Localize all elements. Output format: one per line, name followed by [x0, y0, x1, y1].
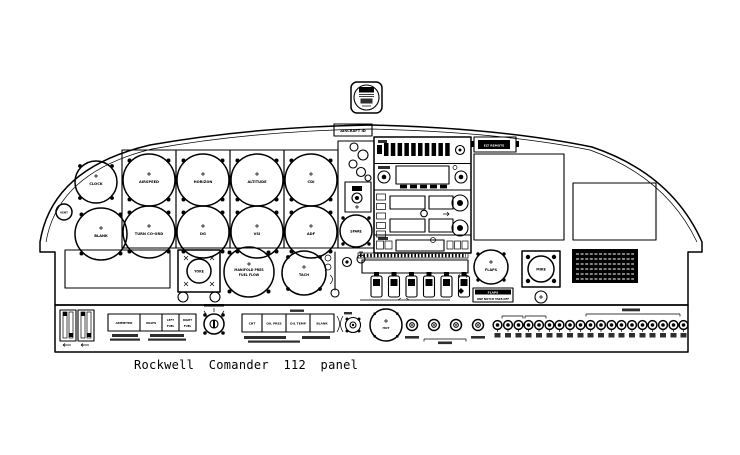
friction-lever — [324, 251, 340, 298]
drawing-caption: Rockwell Comander 112 panel — [134, 358, 358, 372]
panel-outline — [39, 124, 703, 353]
aircraft-id-label: AIRCRAFT ID — [340, 129, 366, 133]
annunciator-strip-left: AMMETER VOLTS LEFT FUEL RIGHT FUEL — [107, 313, 197, 341]
right-fuel-label-1: RIGHT — [183, 318, 192, 322]
avionics-blank-bay-1 — [473, 153, 565, 241]
vent-label: VENT — [60, 211, 68, 215]
circuit-breaker-row — [492, 308, 689, 339]
radio-display — [395, 165, 450, 185]
audio-panel — [373, 140, 472, 165]
right-fuel-label-2: FUEL — [184, 324, 192, 328]
altitude-gauge: ALTITUDE — [230, 153, 284, 207]
adf-gauge: ADF — [284, 205, 338, 259]
hot-gauge: HOT — [369, 308, 403, 342]
tach-label: TACH — [299, 273, 309, 277]
horizon-label: HORIZON — [194, 180, 213, 184]
spare-gauge: SPARE — [339, 214, 373, 248]
mike-label: MIKE — [536, 268, 546, 272]
flaps-placard-line2: ONE NOTCH TAKE-OFF — [477, 297, 510, 301]
altitude-label: ALTITUDE — [247, 180, 267, 184]
warning-placard — [572, 249, 638, 283]
blank-gauge: BLANK — [74, 207, 128, 261]
radio-display — [428, 218, 454, 233]
dimmer-box — [344, 181, 372, 213]
radio-unit-3 — [373, 193, 472, 243]
clock-gauge: CLOCK — [74, 160, 118, 204]
cdi-gauge: CDI — [284, 153, 338, 207]
oil-pres-label: OIL PRES — [266, 322, 281, 326]
airspeed-gauge: AIRSPEED — [122, 153, 176, 207]
magnetic-compass — [350, 81, 383, 114]
spare-label: SPARE — [350, 230, 361, 234]
radio-unit-2 — [373, 165, 472, 191]
switch-row-area — [341, 251, 471, 301]
blank-cutout — [64, 249, 171, 289]
turn-coordinator-label: TURN CO-ORD — [135, 232, 163, 236]
mike-jack: MIKE — [521, 250, 561, 304]
dg-label: DG — [200, 232, 206, 236]
annunciator-strip-right: CHT OIL PRES OIL TEMP BLANK — [241, 309, 335, 343]
bracket-marks — [336, 315, 344, 333]
avionics-blank-bay-2 — [572, 182, 657, 241]
adf-label: ADF — [307, 232, 316, 236]
cht-label: CHT — [249, 322, 257, 326]
misc-jacks-column — [344, 142, 372, 213]
yoke-mount: YOKE — [177, 249, 221, 303]
cabin-air-levers — [59, 309, 95, 347]
airspeed-label: AIRSPEED — [139, 180, 159, 184]
alt-switch-knob — [344, 312, 362, 334]
dg-gauge: DG — [176, 205, 230, 259]
vent-knob: VENT — [55, 203, 73, 221]
radio-unit-4 — [376, 237, 469, 252]
manifold-label-line1: MANIFOLD PRES — [234, 268, 264, 272]
oil-temp-label: OIL TEMP — [290, 322, 307, 326]
flaps-gauge: FLAPS — [473, 249, 509, 285]
ammeter-label: AMMETER — [116, 321, 133, 325]
vsi-label: VSI — [254, 232, 261, 236]
horizon-gauge: HORIZON — [176, 153, 230, 207]
yoke-label: YOKE — [193, 270, 204, 274]
elt-remote-box: ELT REMOTE — [471, 136, 519, 153]
cdi-label: CDI — [308, 180, 315, 184]
tach-gauge: TACH — [281, 250, 327, 296]
manifold-pressure-gauge: MANIFOLD PRES FUEL FLOW — [223, 246, 275, 298]
clock-label: CLOCK — [89, 182, 102, 186]
ignition-switch — [203, 304, 225, 335]
radio-display — [395, 239, 445, 252]
blank-label: BLANK — [94, 234, 108, 238]
radio-display — [389, 195, 426, 210]
volts-label: VOLTS — [146, 321, 156, 325]
radio-display — [389, 218, 426, 233]
elt-remote-label: ELT REMOTE — [484, 144, 505, 148]
flaps-placard-line1: FLAPS — [488, 291, 499, 295]
lower-switch-panel — [54, 304, 689, 353]
hot-label: HOT — [382, 326, 390, 330]
flaps-label: FLAPS — [485, 268, 498, 272]
blank-annunciator-label: BLANK — [316, 322, 328, 326]
left-fuel-label-1: LEFT — [167, 318, 174, 322]
left-fuel-label-2: FUEL — [167, 324, 175, 328]
aircraft-id-box: AIRCRAFT ID — [333, 123, 373, 137]
radio-display — [428, 195, 454, 210]
turn-coordinator-gauge: TURN CO-ORD — [122, 205, 176, 259]
flaps-placard: FLAPS ONE NOTCH TAKE-OFF — [472, 287, 514, 303]
push-pull-knobs — [405, 318, 485, 345]
vsi-gauge: VSI — [230, 205, 284, 259]
radio-stack — [373, 136, 472, 254]
rocker-switches — [370, 271, 471, 298]
manifold-label-line2: FUEL FLOW — [239, 273, 260, 277]
